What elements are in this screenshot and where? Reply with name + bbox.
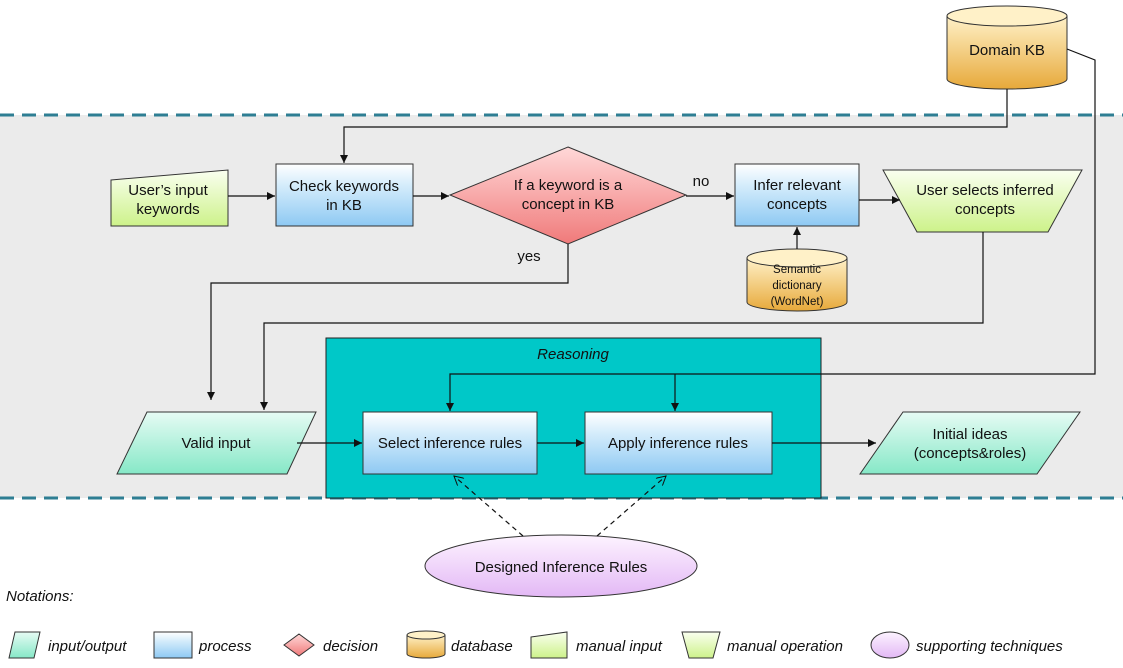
legend-manual-operation: manual operation — [681, 631, 843, 659]
svg-text:Valid input: Valid input — [182, 435, 252, 452]
connectors — [207, 48, 1096, 537]
edge-label-yes: yes — [517, 248, 540, 265]
svg-text:in KB: in KB — [326, 197, 362, 214]
svg-text:database: database — [451, 638, 513, 655]
semantic-dictionary-database: Semantic dictionary (WordNet) — [746, 248, 848, 312]
svg-text:User selects inferred: User selects inferred — [916, 182, 1054, 199]
svg-text:input/output: input/output — [48, 638, 127, 655]
svg-text:concepts: concepts — [767, 196, 827, 213]
svg-text:Domain KB: Domain KB — [969, 42, 1045, 59]
initial-ideas-node: Initial ideas (concepts&roles) — [859, 411, 1081, 475]
legend-manual-input: manual input — [530, 631, 663, 659]
svg-text:Infer relevant: Infer relevant — [753, 177, 841, 194]
select-rules-node: Select inference rules — [362, 411, 538, 475]
arrow-selects-to-valid — [260, 232, 984, 410]
svg-text:decision: decision — [323, 638, 378, 655]
domain-kb-database: Domain KB — [946, 5, 1068, 90]
arrow-yes-to-valid — [207, 244, 569, 400]
svg-text:If a keyword is a: If a keyword is a — [514, 177, 623, 194]
legend-input-output: input/output — [8, 631, 127, 659]
svg-text:User’s input: User’s input — [128, 182, 208, 199]
user-selects-node: User selects inferred concepts — [882, 169, 1083, 233]
dashed-rules-to-apply — [596, 476, 666, 537]
svg-text:concepts: concepts — [955, 201, 1015, 218]
svg-text:concept in KB: concept in KB — [522, 196, 615, 213]
svg-text:Select inference rules: Select inference rules — [378, 435, 522, 452]
svg-text:Apply inference rules: Apply inference rules — [608, 435, 748, 452]
svg-text:(concepts&roles): (concepts&roles) — [914, 445, 1027, 462]
svg-text:keywords: keywords — [136, 201, 199, 218]
svg-text:Designed Inference Rules: Designed Inference Rules — [475, 559, 648, 576]
valid-input-node: Valid input — [116, 411, 317, 475]
legend-decision: decision — [283, 633, 378, 657]
infer-concepts-node: Infer relevant concepts — [734, 163, 860, 227]
legend: input/output process decision database m… — [8, 630, 1063, 659]
dashed-rules-to-select — [454, 476, 524, 537]
svg-text:Initial ideas: Initial ideas — [932, 426, 1007, 443]
svg-text:manual input: manual input — [576, 638, 663, 655]
check-keywords-node: Check keywords in KB — [275, 163, 414, 227]
legend-database: database — [406, 630, 513, 659]
svg-text:dictionary: dictionary — [772, 280, 821, 292]
legend-supporting-techniques: supporting techniques — [870, 631, 1063, 659]
svg-text:Check keywords: Check keywords — [289, 178, 399, 195]
svg-text:manual operation: manual operation — [727, 638, 843, 655]
designed-rules-node: Designed Inference Rules — [424, 534, 698, 598]
keyword-decision-node: If a keyword is a concept in KB — [448, 146, 688, 245]
user-input-keywords-node: User’s input keywords — [110, 169, 229, 227]
svg-text:(WordNet): (WordNet) — [771, 296, 824, 308]
edge-label-no: no — [693, 173, 710, 190]
svg-text:supporting techniques: supporting techniques — [916, 638, 1063, 655]
apply-rules-node: Apply inference rules — [584, 411, 773, 475]
notations-title: Notations: — [6, 588, 74, 605]
arrow-domainkb-to-check — [340, 89, 1008, 163]
svg-text:process: process — [198, 638, 252, 655]
reasoning-label: Reasoning — [537, 346, 609, 363]
legend-process: process — [153, 631, 252, 659]
svg-text:Semantic: Semantic — [773, 264, 821, 276]
arrow-domainkb-to-rules — [446, 48, 1096, 411]
